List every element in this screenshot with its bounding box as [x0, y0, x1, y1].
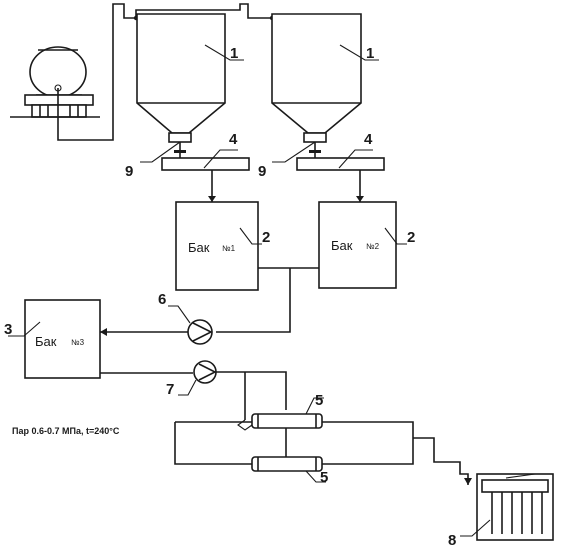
pipe-tankcar-to-hopper: [57, 3, 136, 141]
tank-3-label: Бак: [35, 334, 57, 349]
callout-tank-2: 2: [407, 229, 415, 246]
steam-label: Пар 0.6-0.7 МПа, t=240°С: [12, 426, 120, 436]
tank-2-label: Бак: [331, 238, 353, 253]
tank-2-number: №2: [366, 242, 380, 251]
callout-feeder-right: 4: [364, 131, 373, 148]
feeder-2: [296, 157, 385, 171]
tank-3: [24, 299, 101, 379]
callout-pump-bottom: 7: [166, 381, 174, 398]
steam-loop: [174, 421, 414, 465]
pipe-pump7-to-heaters: [216, 371, 287, 410]
callout-leaders: [8, 44, 491, 537]
pump-7: [193, 360, 217, 384]
hopper-2: [271, 13, 362, 158]
pipe-hopper1-to-hopper2: [135, 3, 272, 19]
callout-tank-1: 2: [262, 229, 270, 246]
callout-hopper-left: 1: [230, 45, 238, 62]
tank-1: [175, 201, 259, 291]
callout-feeder-left: 4: [229, 131, 238, 148]
callout-valve-left: 9: [125, 163, 133, 180]
hopper-1: [136, 13, 226, 158]
callout-pump-top: 6: [158, 291, 166, 308]
tank-car: [10, 46, 100, 118]
tank-3-number: №3: [71, 338, 85, 347]
callout-heater-bottom: 5: [320, 469, 328, 486]
tank-2: [318, 201, 397, 289]
pipe-collector-to-pump6: [216, 268, 291, 333]
heater-bottom: [251, 456, 323, 472]
tank-1-label: Бак: [188, 240, 210, 255]
receiver: [476, 473, 554, 541]
callout-valve-right: 9: [258, 163, 266, 180]
heater-top: [251, 413, 323, 429]
tank-1-number: №1: [222, 244, 236, 253]
callout-tank-3: 3: [4, 321, 12, 338]
callout-receiver: 8: [448, 532, 456, 549]
feeder-1: [161, 157, 250, 171]
pump-6: [187, 319, 213, 345]
callout-heater-top: 5: [315, 392, 323, 409]
pipe-loop-to-receiver: [413, 437, 469, 485]
callout-hopper-right: 1: [366, 45, 374, 62]
